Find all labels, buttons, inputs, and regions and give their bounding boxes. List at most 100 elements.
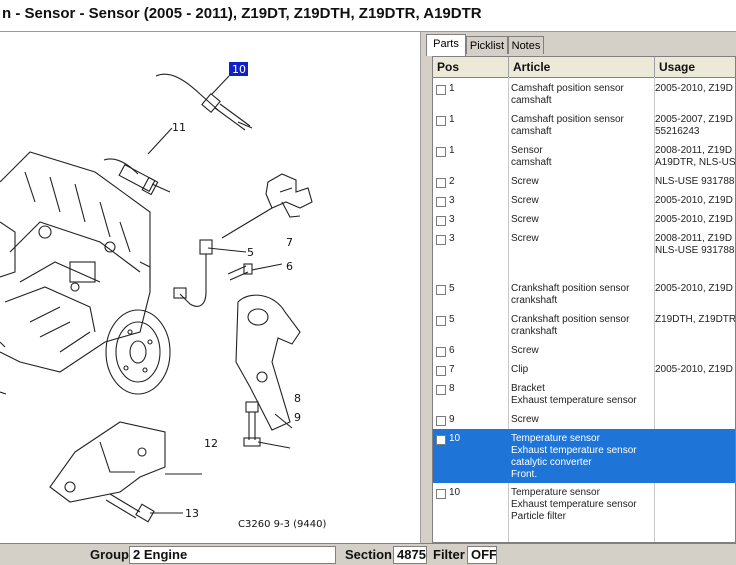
column-header-usage[interactable]: Usage (659, 60, 696, 74)
callout-8[interactable]: 8 (294, 392, 301, 405)
row-article: Screw (511, 214, 539, 225)
table-row[interactable]: 5 Crankshaft position sensor crankshaft Z1… (433, 310, 736, 341)
table-header: Pos Article Usage (433, 57, 735, 78)
status-bar: Group 2 Engine Section 4875 Filter OFF (0, 543, 736, 565)
row-checkbox[interactable] (436, 178, 446, 188)
row-usage: 2008-2011, Z19D A19DTR, NLS-US (655, 145, 736, 168)
row-usage: Z19DTH, Z19DTR (655, 314, 736, 325)
row-article: Camshaft position sensor camshaft (511, 114, 624, 137)
row-pos: 3 (449, 214, 455, 225)
row-pos: 8 (449, 383, 455, 394)
row-article: Crankshaft position sensor crankshaft (511, 283, 630, 306)
exploded-diagram[interactable]: 10 11 5 6 7 8 9 12 13 C3260 9-3 (9440) (0, 32, 420, 543)
row-pos: 1 (449, 145, 455, 156)
row-article: Bracket Exhaust temperature sensor (511, 383, 637, 406)
row-pos: 3 (449, 195, 455, 206)
callout-leaders (147, 75, 293, 514)
row-article: Crankshaft position sensor crankshaft (511, 314, 630, 337)
row-usage: 2008-2011, Z19D NLS-USE 931788 (655, 233, 735, 256)
bracket-8-drawing (235, 294, 301, 431)
table-row[interactable]: 8 Bracket Exhaust temperature sensor (433, 379, 735, 410)
row-usage: 2005-2010, Z19D (655, 364, 733, 375)
pane-splitter[interactable] (420, 32, 424, 543)
tab-notes[interactable]: Notes (508, 36, 544, 54)
table-row[interactable]: 9 Screw (433, 410, 735, 429)
row-pos: 7 (449, 364, 455, 375)
callout-12[interactable]: 12 (204, 437, 218, 450)
tab-parts[interactable]: Parts (426, 34, 466, 56)
row-pos: 1 (449, 83, 455, 94)
row-checkbox[interactable] (436, 197, 446, 207)
row-article: Screw (511, 414, 539, 425)
row-usage: 2005-2010, Z19D (655, 195, 733, 206)
callout-10[interactable]: 10 (232, 63, 246, 76)
callout-13[interactable]: 13 (185, 507, 199, 520)
row-pos: 2 (449, 176, 455, 187)
column-divider (654, 77, 655, 542)
row-checkbox[interactable] (436, 285, 446, 295)
group-label: Group (90, 547, 129, 562)
callout-5[interactable]: 5 (247, 246, 254, 259)
section-field[interactable]: 4875 (393, 546, 427, 564)
column-divider (508, 77, 509, 542)
row-checkbox[interactable] (436, 85, 446, 95)
row-article: Clip (511, 364, 529, 375)
column-header-article[interactable]: Article (509, 57, 655, 77)
row-checkbox[interactable] (436, 385, 446, 395)
row-article: Temperature sensor Exhaust temperature s… (511, 433, 637, 480)
row-usage: NLS-USE 931788 (655, 176, 735, 187)
title-separator (0, 31, 736, 32)
table-row[interactable]: 7 Clip 2005-2010, Z19D (433, 360, 735, 379)
row-checkbox[interactable] (436, 316, 446, 326)
callout-7[interactable]: 7 (286, 236, 293, 249)
table-row[interactable]: 3 Screw 2005-2010, Z19D (433, 210, 735, 229)
row-usage: 2005-2010, Z19D (655, 83, 733, 94)
row-pos: 9 (449, 414, 455, 425)
tab-picklist[interactable]: Picklist (466, 36, 508, 54)
row-checkbox[interactable] (436, 489, 446, 499)
column-header-pos[interactable]: Pos (433, 57, 509, 77)
screw-9-drawing (243, 401, 261, 447)
crankshaft-sensor-5-drawing (173, 239, 213, 307)
table-row[interactable]: 1 Camshaft position sensor camshaft 2005-2… (433, 110, 735, 141)
callout-9[interactable]: 9 (294, 411, 301, 424)
callout-10-highlight (229, 62, 248, 76)
row-checkbox[interactable] (436, 216, 446, 226)
row-usage: 2005-2007, Z19D 55216243 (655, 114, 733, 137)
section-label: Section (345, 547, 392, 562)
row-pos: 5 (449, 314, 455, 325)
row-pos: 3 (449, 233, 455, 244)
row-article: Screw (511, 195, 539, 206)
group-field[interactable]: 2 Engine (129, 546, 336, 564)
window-title: n - Sensor - Sensor (2005 - 2011), Z19DT… (0, 0, 736, 30)
row-article: Temperature sensor Exhaust temperature s… (511, 487, 637, 522)
callout-6[interactable]: 6 (286, 260, 293, 273)
row-checkbox[interactable] (436, 347, 446, 357)
temperature-sensor-10-drawing (155, 73, 253, 131)
row-checkbox[interactable] (436, 235, 446, 245)
screw-6-drawing (227, 263, 253, 281)
filter-field[interactable]: OFF (467, 546, 497, 564)
row-usage: 2005-2010, Z19D (655, 214, 733, 225)
row-usage: 2005-2010, Z19D (655, 283, 733, 294)
row-pos: 1 (449, 114, 455, 125)
callout-11[interactable]: 11 (172, 121, 186, 134)
bracket-12-drawing (49, 421, 166, 503)
table-row[interactable]: 3 Screw 2008-2011, Z19D NLS-USE 931788 (433, 229, 735, 279)
table-row[interactable]: 3 Screw 2005-2010, Z19D (433, 191, 735, 210)
temperature-sensor-11-drawing (103, 158, 171, 196)
row-checkbox[interactable] (436, 416, 446, 426)
row-article: Screw (511, 233, 539, 244)
row-checkbox[interactable] (436, 435, 446, 445)
row-checkbox[interactable] (436, 366, 446, 376)
row-checkbox[interactable] (436, 116, 446, 126)
row-checkbox[interactable] (436, 147, 446, 157)
